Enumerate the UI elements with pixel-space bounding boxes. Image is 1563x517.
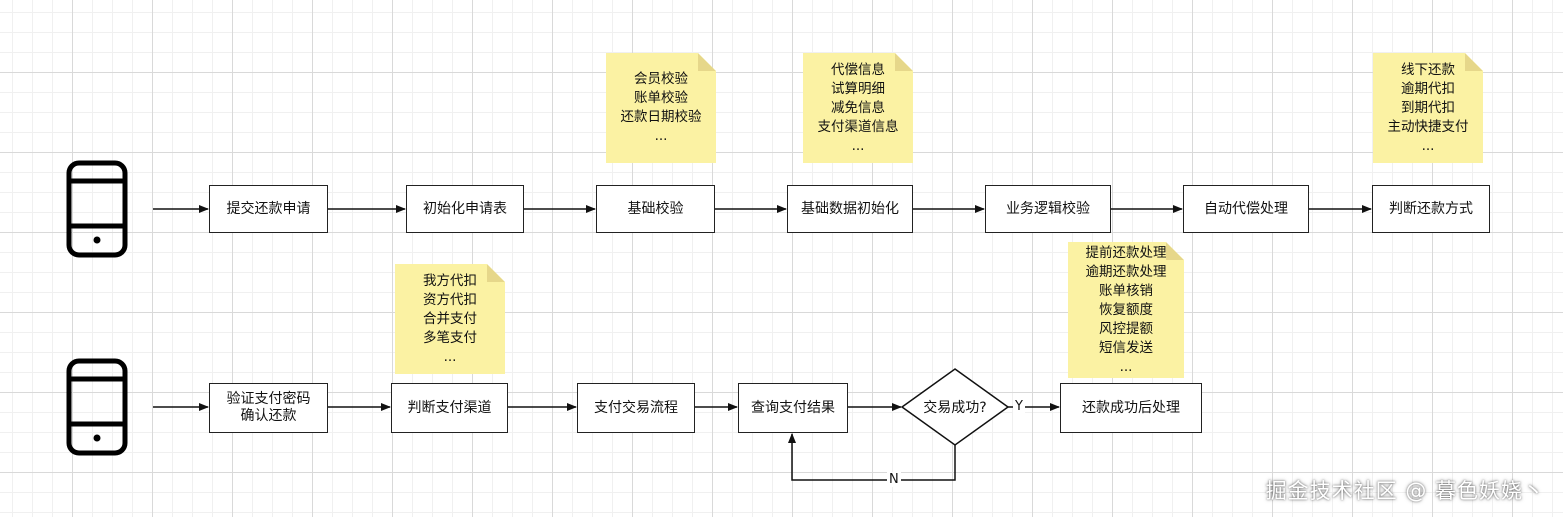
edge-label-no: N xyxy=(887,472,901,487)
note-line: ... xyxy=(1421,137,1435,154)
step-label-line: 验证支付密码 xyxy=(226,391,311,407)
note-line: 逾期代扣 xyxy=(1401,80,1455,97)
note-basic-data-init: 代偿信息 试算明细 减免信息 支付渠道信息 ... xyxy=(803,53,913,163)
note-line: 会员校验 xyxy=(634,71,688,87)
note-line: ... xyxy=(654,128,668,144)
note-line: 多笔支付 xyxy=(423,329,477,346)
step-auto-compensation[interactable]: 自动代偿处理 xyxy=(1183,185,1309,233)
note-line: 试算明细 xyxy=(831,80,885,97)
step-determine-repay-method[interactable]: 判断还款方式 xyxy=(1372,185,1490,233)
decision-diamond xyxy=(900,368,1010,446)
note-line: 支付渠道信息 xyxy=(817,118,899,135)
edge-label-yes: Y xyxy=(1013,399,1025,414)
note-line: 资方代扣 xyxy=(423,291,477,308)
note-line: ... xyxy=(443,348,457,365)
step-basic-data-init[interactable]: 基础数据初始化 xyxy=(787,185,913,233)
step-verify-password[interactable]: 验证支付密码 确认还款 xyxy=(209,383,328,433)
note-repay-method: 线下还款 逾期代扣 到期代扣 主动快捷支付 ... xyxy=(1373,53,1483,163)
note-line: 风控提额 xyxy=(1099,320,1153,337)
step-label-line: 确认还款 xyxy=(240,408,297,424)
note-line: 到期代扣 xyxy=(1401,99,1455,116)
note-line: 主动快捷支付 xyxy=(1387,118,1469,135)
note-line: 逾期还款处理 xyxy=(1085,263,1167,280)
note-line: 还款日期校验 xyxy=(620,109,702,125)
note-line: 线下还款 xyxy=(1401,61,1455,78)
note-line: 合并支付 xyxy=(423,310,477,327)
step-submit-repayment[interactable]: 提交还款申请 xyxy=(209,185,328,233)
note-pay-channel: 我方代扣 资方代扣 合并支付 多笔支付 ... xyxy=(395,264,505,374)
watermark: 掘金技术社区 @ 暮色妖娆丶 xyxy=(1265,479,1545,503)
note-post-repayment: 提前还款处理 逾期还款处理 账单核销 恢复额度 风控提额 短信发送 ... xyxy=(1068,242,1184,378)
note-line: 恢复额度 xyxy=(1099,301,1153,318)
step-pay-transaction[interactable]: 支付交易流程 xyxy=(577,383,695,433)
step-query-pay-result[interactable]: 查询支付结果 xyxy=(738,383,848,433)
note-line: 账单校验 xyxy=(634,90,688,106)
note-line: 代偿信息 xyxy=(831,61,885,78)
note-line: 提前还款处理 xyxy=(1085,244,1167,261)
note-line: 减免信息 xyxy=(831,99,885,116)
note-line: 短信发送 xyxy=(1099,339,1153,356)
loop-connector xyxy=(788,433,956,481)
decision-trade-success[interactable]: 交易成功? xyxy=(923,400,987,416)
step-init-application[interactable]: 初始化申请表 xyxy=(406,185,524,233)
step-basic-validation[interactable]: 基础校验 xyxy=(596,185,715,233)
step-determine-pay-channel[interactable]: 判断支付渠道 xyxy=(391,383,508,433)
note-line: 账单核销 xyxy=(1099,282,1153,299)
note-basic-validation: 会员校验 账单校验 还款日期校验 ... xyxy=(606,53,716,163)
note-line: 我方代扣 xyxy=(423,272,477,289)
step-verify-password-text: 验证支付密码 确认还款 xyxy=(227,391,311,425)
note-line: ... xyxy=(1119,358,1133,375)
step-business-validation[interactable]: 业务逻辑校验 xyxy=(985,185,1111,233)
phone-icon xyxy=(66,160,128,258)
note-line: ... xyxy=(851,137,865,154)
phone-icon xyxy=(66,358,128,456)
step-post-repayment[interactable]: 还款成功后处理 xyxy=(1060,383,1202,433)
